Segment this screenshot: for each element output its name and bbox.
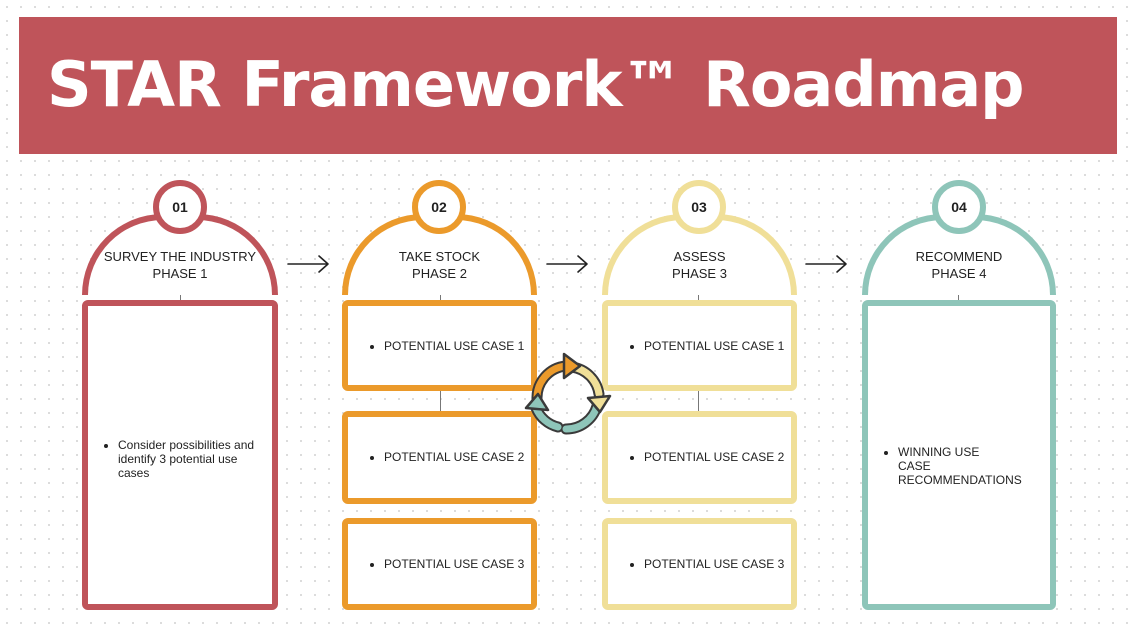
phase-1-number-badge: 01 bbox=[153, 180, 207, 234]
phase-3-card-2: POTENTIAL USE CASE 2 bbox=[602, 411, 797, 504]
phase-2-title: TAKE STOCK bbox=[398, 249, 481, 264]
connector-line bbox=[698, 294, 699, 304]
phase-4-title: RECOMMEND bbox=[915, 249, 1003, 264]
phase-3-card-3: POTENTIAL USE CASE 3 bbox=[602, 518, 797, 610]
phase-2-label: TAKE STOCK PHASE 2 bbox=[342, 248, 537, 282]
phase-1-title: SURVEY THE INDUSTRY bbox=[103, 249, 257, 264]
right-arrow-icon bbox=[805, 255, 847, 273]
phase-4-card: WINNING USE CASE RECOMMENDATIONS bbox=[862, 300, 1056, 610]
phase-1-card: Consider possibilities and identify 3 po… bbox=[82, 300, 278, 610]
phase-3-subtitle: PHASE 3 bbox=[672, 266, 727, 281]
phase-2-card-2-text: POTENTIAL USE CASE 2 bbox=[384, 450, 525, 464]
phase-2-card-3-text: POTENTIAL USE CASE 3 bbox=[384, 557, 525, 571]
connector-line bbox=[440, 294, 441, 304]
phase-2-card-3: POTENTIAL USE CASE 3 bbox=[342, 518, 537, 610]
phase-4-subtitle: PHASE 4 bbox=[931, 266, 987, 281]
phase-1-label: SURVEY THE INDUSTRY PHASE 1 bbox=[82, 248, 278, 282]
phase-4-card-text: WINNING USE CASE RECOMMENDATIONS bbox=[898, 445, 1022, 487]
phase-4-label: RECOMMEND PHASE 4 bbox=[862, 248, 1056, 282]
page-title: STAR Framework™ Roadmap bbox=[47, 48, 1025, 121]
right-arrow-icon bbox=[546, 255, 588, 273]
connector-line bbox=[440, 388, 441, 414]
connector-line bbox=[698, 388, 699, 414]
title-banner: STAR Framework™ Roadmap bbox=[19, 17, 1117, 154]
phase-3-title: ASSESS bbox=[673, 249, 726, 264]
phase-1-card-text: Consider possibilities and identify 3 po… bbox=[118, 438, 266, 480]
phase-3-card-3-text: POTENTIAL USE CASE 3 bbox=[644, 557, 785, 571]
phase-3-card-2-text: POTENTIAL USE CASE 2 bbox=[644, 450, 785, 464]
phase-2-card-2: POTENTIAL USE CASE 2 bbox=[342, 411, 537, 504]
cycle-arrows-icon bbox=[524, 352, 612, 435]
connector-line bbox=[958, 294, 959, 304]
phase-3-card-1-text: POTENTIAL USE CASE 1 bbox=[644, 339, 785, 353]
phase-3-label: ASSESS PHASE 3 bbox=[602, 248, 797, 282]
phase-2-number-badge: 02 bbox=[412, 180, 466, 234]
right-arrow-icon bbox=[287, 255, 329, 273]
connector-line bbox=[180, 294, 181, 304]
phase-2-card-1: POTENTIAL USE CASE 1 bbox=[342, 300, 537, 391]
phase-1-subtitle: PHASE 1 bbox=[152, 266, 208, 281]
phase-3-card-1: POTENTIAL USE CASE 1 bbox=[602, 300, 797, 391]
phase-4-number-badge: 04 bbox=[932, 180, 986, 234]
phase-2-card-1-text: POTENTIAL USE CASE 1 bbox=[384, 339, 525, 353]
phase-3-number-badge: 03 bbox=[672, 180, 726, 234]
phase-2-subtitle: PHASE 2 bbox=[412, 266, 467, 281]
